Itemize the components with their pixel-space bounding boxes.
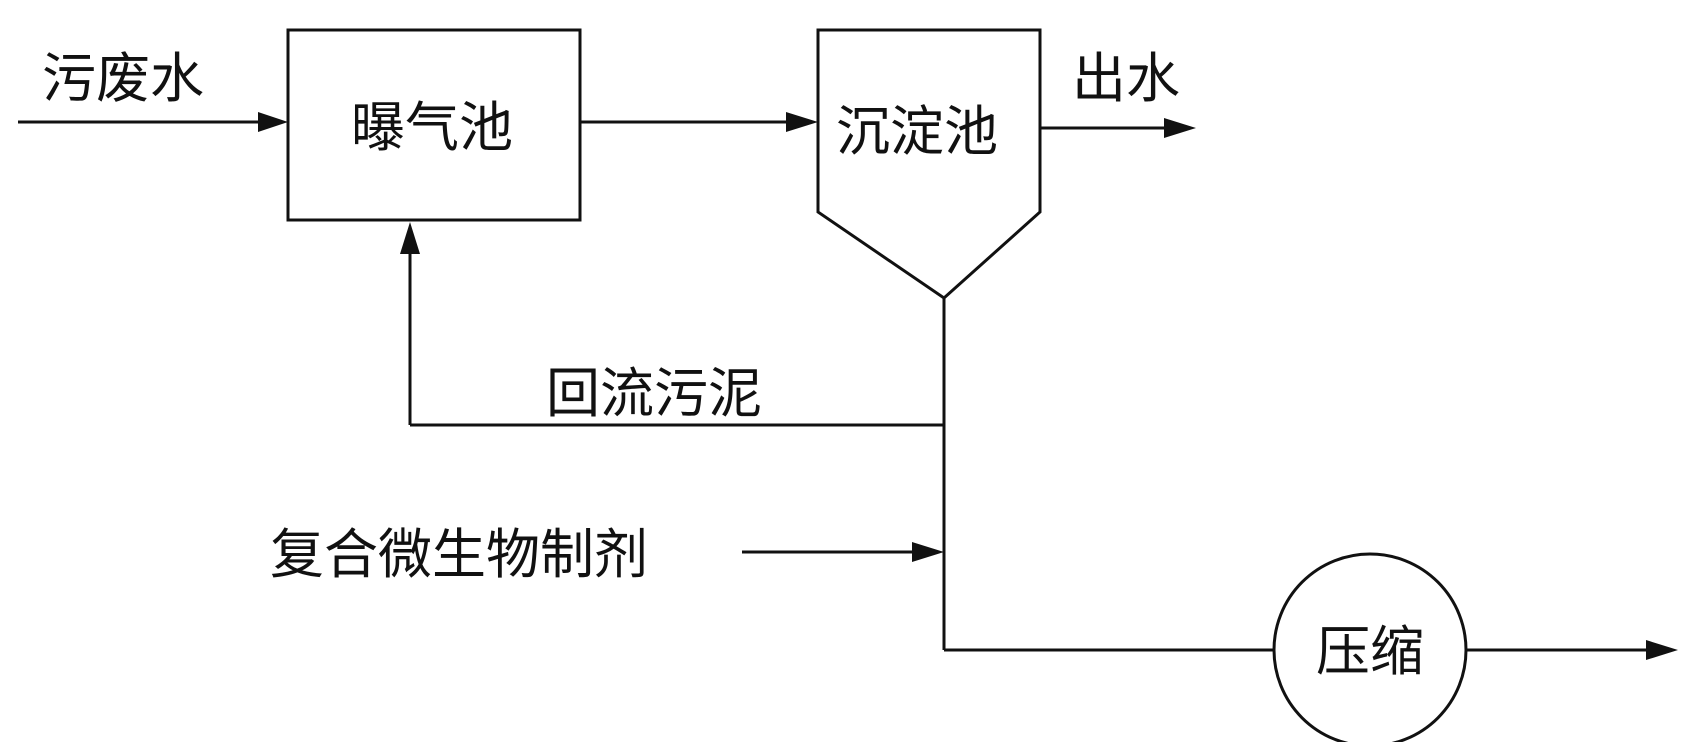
aeration-tank-box	[286, 28, 582, 222]
compression-label: 压缩	[1316, 620, 1424, 683]
sedimentation-tank-label: 沉淀池	[836, 100, 998, 163]
aeration-to-sedimentation-arrowhead	[786, 112, 818, 132]
return-sludge-arrowhead	[400, 222, 420, 254]
aeration-tank-label: 曝气池	[351, 96, 513, 159]
compression-outflow-arrowhead	[1646, 640, 1678, 660]
microbial-agent-arrowhead	[912, 542, 944, 562]
wastewater-inflow-arrowhead	[258, 112, 288, 132]
microbial-agent-label: 复合微生物制剂	[270, 523, 648, 586]
effluent-label: 出水	[1072, 47, 1180, 110]
sedimentation-tank-shape	[816, 28, 1042, 300]
return-sludge-label: 回流污泥	[546, 362, 762, 425]
effluent-outflow-arrowhead	[1164, 118, 1196, 138]
wastewater-label: 污废水	[42, 47, 204, 110]
